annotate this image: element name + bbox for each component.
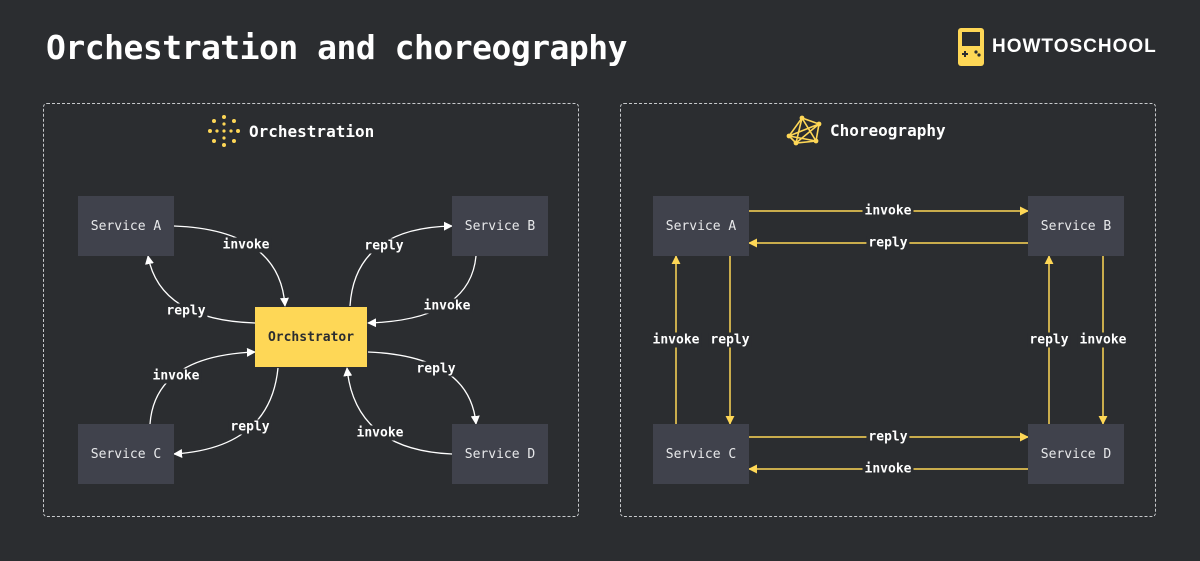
chor-label-ba-reply: reply — [866, 235, 910, 251]
chor-label-db-reply: reply — [1027, 332, 1071, 348]
choreography-panel — [620, 103, 1156, 517]
orch-label-c-reply: reply — [228, 419, 272, 435]
orchestration-panel — [43, 103, 579, 517]
dot-circle-icon — [208, 115, 240, 147]
chor-label-bd-invoke: invoke — [1077, 332, 1129, 348]
orch-service-a: Service A — [78, 196, 174, 256]
chor-label-ca-invoke: invoke — [650, 332, 702, 348]
orchestrator-node: Orchstrator — [255, 307, 367, 367]
orch-label-a-invoke: invoke — [220, 237, 272, 253]
page-title: Orchestration and choreography — [46, 28, 628, 67]
chor-label-dc-invoke: invoke — [862, 461, 914, 477]
orch-service-c: Service C — [78, 424, 174, 484]
orch-label-c-invoke: invoke — [150, 368, 202, 384]
orch-service-d: Service D — [452, 424, 548, 484]
orch-service-b: Service B — [452, 196, 548, 256]
chor-service-d: Service D — [1028, 424, 1124, 484]
orch-label-d-reply: reply — [414, 361, 458, 377]
chor-service-b: Service B — [1028, 196, 1124, 256]
orch-label-a-reply: reply — [164, 303, 208, 319]
chor-label-cd-reply: reply — [866, 429, 910, 445]
brand-name: HOWTOSCHOOL — [992, 36, 1157, 57]
choreography-heading: Choreography — [786, 114, 946, 146]
chor-label-ab-invoke: invoke — [862, 203, 914, 219]
chor-label-ac-reply: reply — [708, 332, 752, 348]
orch-label-b-invoke: invoke — [421, 298, 473, 314]
orch-edge-d-invoke — [343, 367, 453, 455]
chor-service-c: Service C — [653, 424, 749, 484]
orch-label-d-invoke: invoke — [354, 425, 406, 441]
orch-edge-c-invoke — [149, 347, 256, 425]
network-mesh-icon — [786, 115, 822, 146]
gameboy-icon — [958, 28, 984, 66]
orch-label-b-reply: reply — [362, 238, 406, 254]
orchestration-heading: Orchestration — [207, 114, 374, 148]
chor-service-a: Service A — [653, 196, 749, 256]
brand-logo: HOWTOSCHOOL — [958, 28, 1157, 66]
